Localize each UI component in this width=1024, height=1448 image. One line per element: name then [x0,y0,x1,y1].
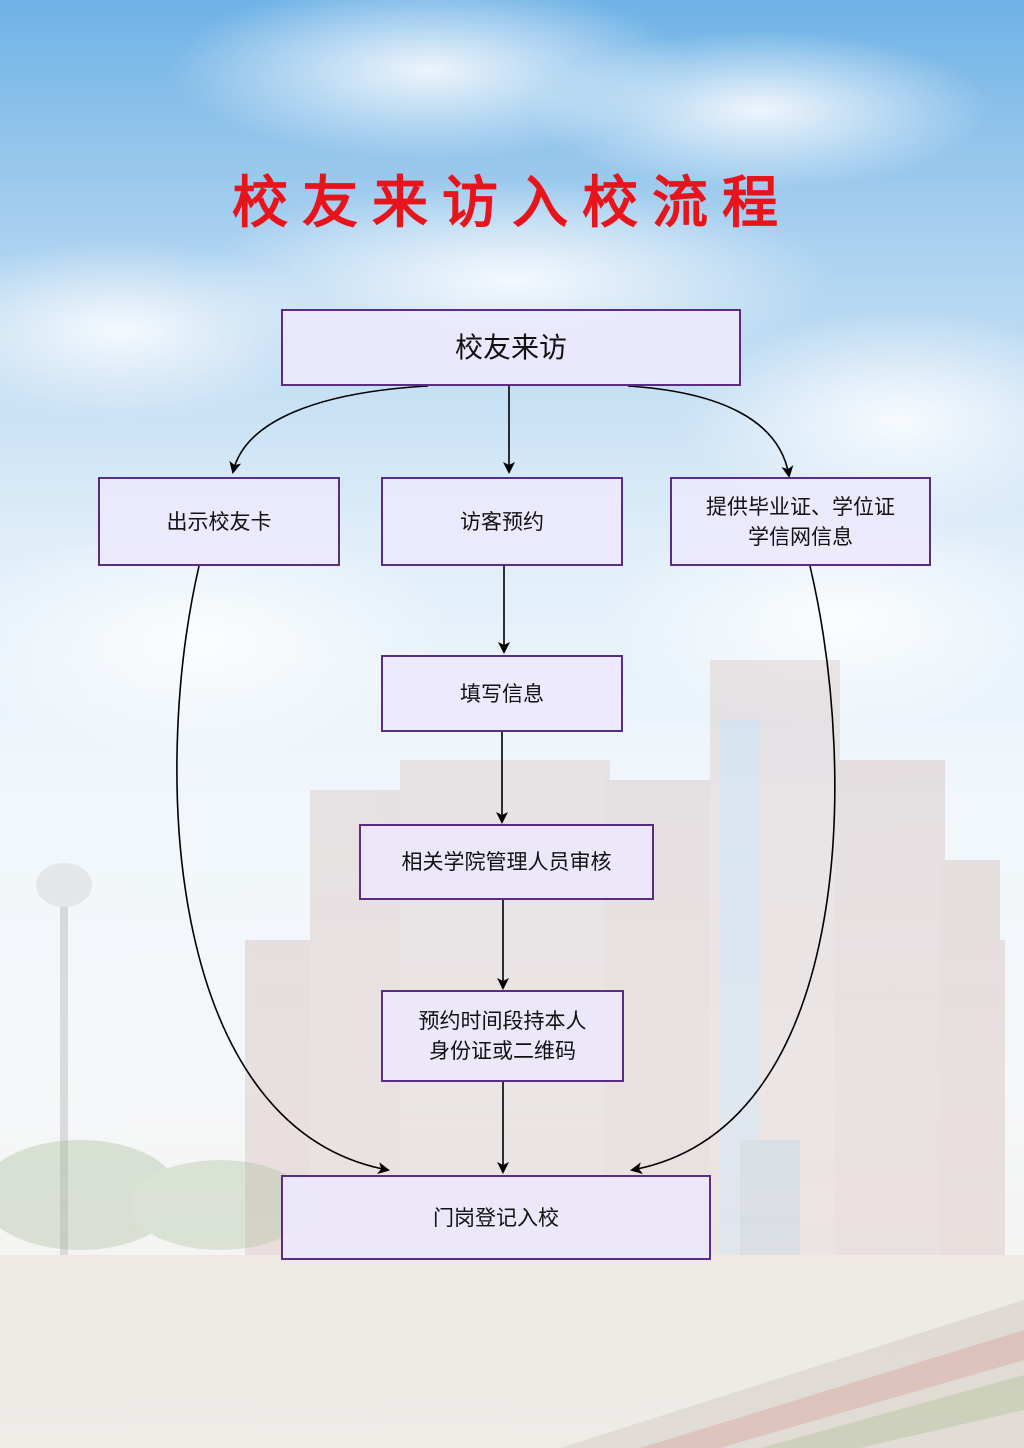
node-visitor-appointment-label: 访客预约 [460,509,544,534]
node-alumni-visit: 校友来访 [281,309,741,386]
page-title: 校友来访入校流程 [232,171,792,236]
arrow-start-to-certificate [627,385,794,478]
node-visitor-appointment: 访客预约 [381,477,623,566]
node-bring-id: 预约时间段持本人 身份证或二维码 [381,990,624,1082]
arrow-start-to-card [229,385,429,474]
node-alumni-visit-label: 校友来访 [454,330,567,364]
node-fill-info-label: 填写信息 [460,681,544,706]
node-show-alumni-card: 出示校友卡 [98,477,340,566]
arrow-certificate-to-end [630,565,836,1175]
node-provide-certificates-line2: 学信网信息 [748,524,853,549]
node-provide-certificates: 提供毕业证、学位证 学信网信息 [670,477,931,566]
node-fill-info: 填写信息 [381,655,623,732]
node-bring-id-line2: 身份证或二维码 [429,1039,576,1063]
node-provide-certificates-line1: 提供毕业证、学位证 [706,494,895,519]
arrow-card-to-end [176,565,390,1175]
node-gate-register-label: 门岗登记入校 [433,1205,559,1230]
node-show-alumni-card-label: 出示校友卡 [166,509,272,534]
node-college-review-label: 相关学院管理人员审核 [401,850,612,874]
node-college-review: 相关学院管理人员审核 [359,824,654,900]
node-gate-register: 门岗登记入校 [281,1175,711,1260]
node-bring-id-line1: 预约时间段持本人 [418,1009,587,1033]
